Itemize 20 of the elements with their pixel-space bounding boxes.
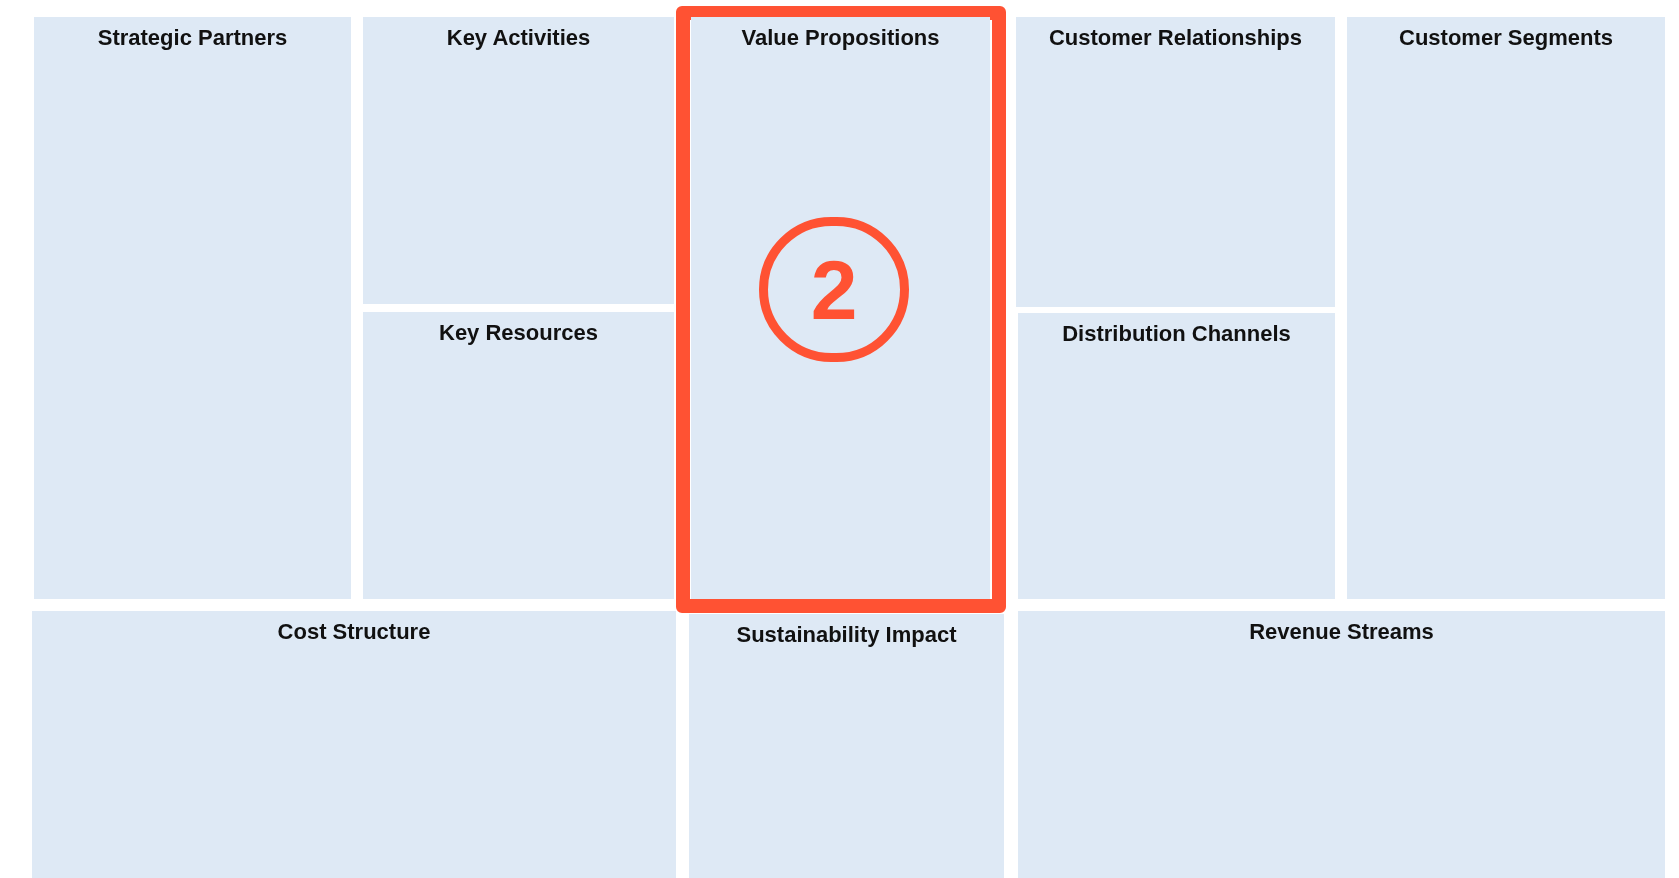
block-title: Key Resources bbox=[438, 319, 599, 347]
block-title: Sustainability Impact bbox=[735, 621, 958, 649]
block-title: Strategic Partners bbox=[96, 24, 289, 52]
block-title: Key Activities bbox=[445, 24, 592, 52]
block-title: Customer Relationships bbox=[1047, 24, 1303, 52]
block-title: Cost Structure bbox=[276, 618, 432, 646]
block-title: Distribution Channels bbox=[1061, 320, 1292, 348]
block-title: Revenue Streams bbox=[1248, 618, 1435, 646]
canvas-block bbox=[1016, 17, 1335, 307]
canvas-block bbox=[34, 17, 351, 599]
canvas-block bbox=[1347, 17, 1665, 599]
canvas-block bbox=[32, 611, 676, 878]
step-number: 2 bbox=[810, 247, 858, 332]
canvas-block bbox=[1018, 611, 1665, 878]
canvas-block bbox=[363, 312, 674, 599]
block-title: Value Propositions bbox=[740, 24, 941, 52]
block-title: Customer Segments bbox=[1398, 24, 1614, 52]
canvas-block bbox=[363, 17, 674, 304]
canvas-block bbox=[689, 614, 1004, 878]
canvas-block bbox=[1018, 313, 1335, 599]
